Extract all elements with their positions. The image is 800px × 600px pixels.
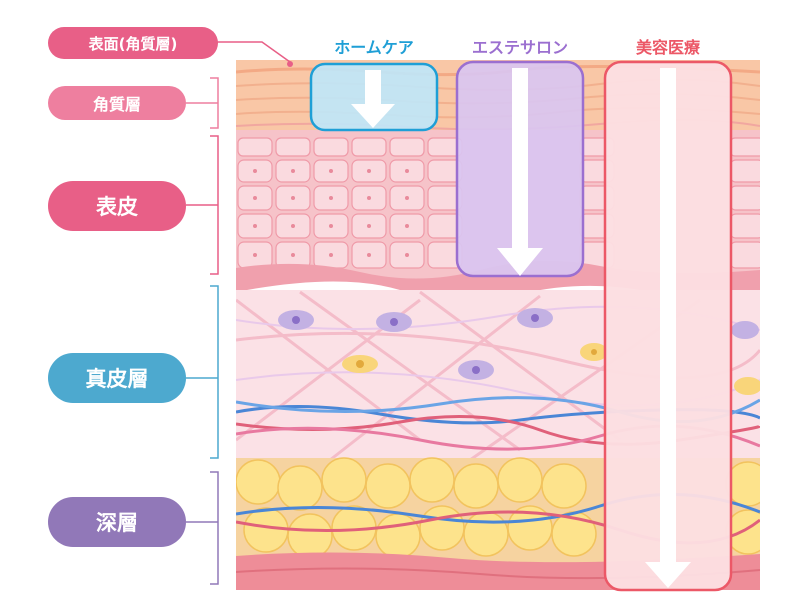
medical-title: 美容医療 (635, 38, 700, 57)
esthetic-salon-title: エステサロン (471, 38, 568, 57)
surface-label: 表面(角質層) (48, 27, 218, 59)
home-care-title: ホームケア (334, 38, 414, 57)
medical-depth-box (603, 60, 733, 592)
esthetic-salon-depth-box (455, 60, 585, 278)
home-care-arrow-icon (351, 104, 395, 128)
medical-arrow-icon (645, 562, 691, 588)
fibroblast-cells (278, 308, 760, 395)
layer-brackets (186, 41, 293, 585)
stratum-corneum-label: 角質層 (48, 86, 186, 120)
esthetic-salon-arrow-icon (497, 248, 543, 276)
deep-layer-label: 深層 (48, 497, 186, 547)
home-care-depth-box (309, 62, 439, 132)
epidermis-label: 表皮 (48, 181, 186, 231)
dermis-label: 真皮層 (48, 353, 186, 403)
